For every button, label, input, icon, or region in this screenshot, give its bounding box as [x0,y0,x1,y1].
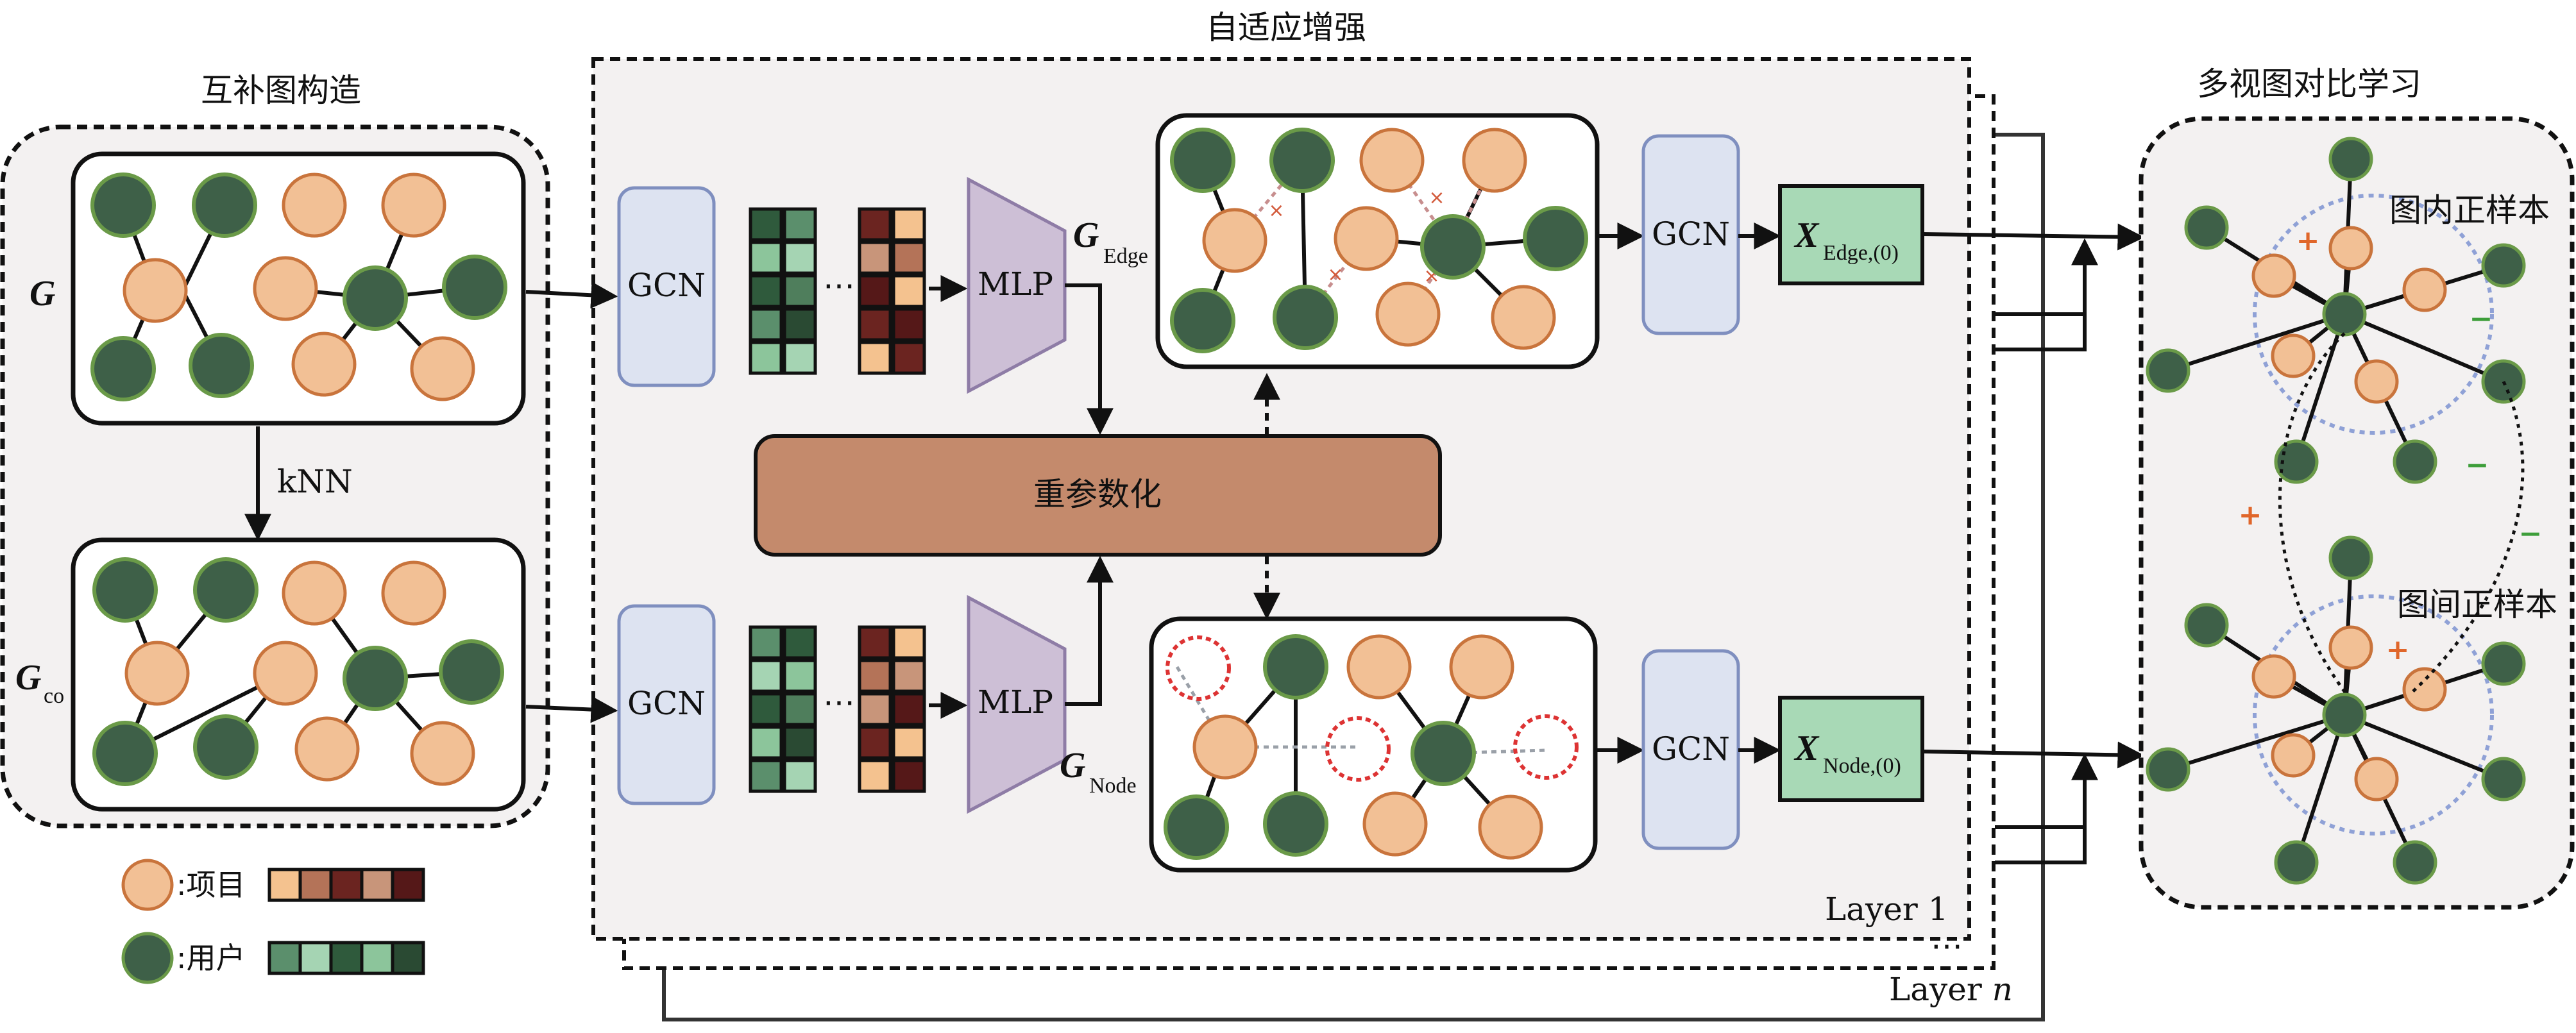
mlp-block-bottom [967,594,1067,814]
inter-positive-label: 图间正样本 [2397,586,2557,623]
mlp-bottom-label: MLP [978,684,1053,721]
svg-text:×: × [1268,199,1284,222]
x-edge-sub: Edge,(0) [1823,241,1899,265]
construct-title: 互补图构造 [201,72,361,109]
intra-positive-label: 图内正样本 [2389,192,2550,229]
legend-item-icon [121,859,174,911]
graph-g [71,151,526,426]
legend-item-embedding [267,868,425,902]
gco-label: G [15,658,41,698]
reparam-label: 重参数化 [1033,476,1162,513]
x-edge-block [1778,184,1924,285]
user-embedding-top [749,207,817,375]
inter-link-left [2278,332,2349,697]
svg-text:×: × [1327,264,1343,286]
g-node-label: G [1060,746,1085,785]
gcn-block-top [617,186,716,387]
knn-label: kNN [277,463,353,500]
arrow-gco-gcn [525,696,618,723]
svg-text:−: − [2470,303,2493,335]
svg-text:+: + [2386,634,2410,666]
svg-text:−: − [2519,517,2543,550]
contrast-signs: + + + − − − [2239,224,2543,666]
legend: :项目 :用户 [121,859,425,984]
svg-text:+: + [2239,499,2262,532]
legend-item-label: :项目 [176,868,246,902]
reparam-block [754,434,1442,557]
gcn-node-label: GCN [1652,730,1730,768]
contrast-graph-top [2146,137,2526,484]
graph-gco [71,537,526,812]
gcn-edge-label: GCN [1652,215,1730,253]
x-node-sub: Node,(0) [1823,754,1901,778]
svg-text:−: − [2466,449,2489,482]
x-node-block [1778,696,1924,802]
legend-user-label: :用户 [176,941,246,975]
embedding-dots-bottom: ⋯ [823,684,855,721]
legend-user-icon [121,932,174,984]
user-embedding-bottom [749,625,817,793]
arrow-mlp-reparam-top [1065,283,1114,435]
gco-sub: co [44,684,64,708]
layer1-label: Layer 1 [1825,891,1948,928]
item-embedding-bottom [858,625,926,793]
gcn-bottom-label: GCN [627,685,706,722]
legend-user-embedding [267,941,425,975]
svg-text:+: + [2296,224,2320,257]
inter-link-right [2411,380,2525,694]
graph-edge-aug: × × × × [1155,113,1600,369]
adaptive-title: 自适应增强 [1206,9,1366,46]
mlp-block-top [967,176,1067,394]
gcn-top-label: GCN [627,267,706,304]
g-label: G [30,274,55,314]
x-node-label: X [1793,728,1820,768]
embedding-dots-top: ⋯ [823,267,855,304]
graph-node-aug [1149,616,1598,873]
g-node-sub: Node [1089,774,1137,798]
svg-text:×: × [1428,187,1445,209]
arrow-g-gcn [525,281,618,309]
output-node-arrows [1922,741,2145,864]
arrow-mlp-reparam-bottom [1065,555,1114,706]
item-embedding-top [858,207,926,375]
contrast-title: 多视图对比学习 [2197,65,2421,103]
gcn-block-bottom [617,604,716,805]
mlp-top-label: MLP [978,265,1053,303]
contrast-graph-bottom [2146,535,2526,885]
layern-label: Layer n [1889,971,2013,1008]
output-edge-arrows [1922,223,2145,351]
contrast-region [2139,116,2575,910]
g-edge-sub: Edge [1103,244,1148,268]
layer-ellipsis: ⋯ [1931,927,1963,964]
g-edge-label: G [1073,215,1099,255]
x-edge-label: X [1793,215,1820,255]
